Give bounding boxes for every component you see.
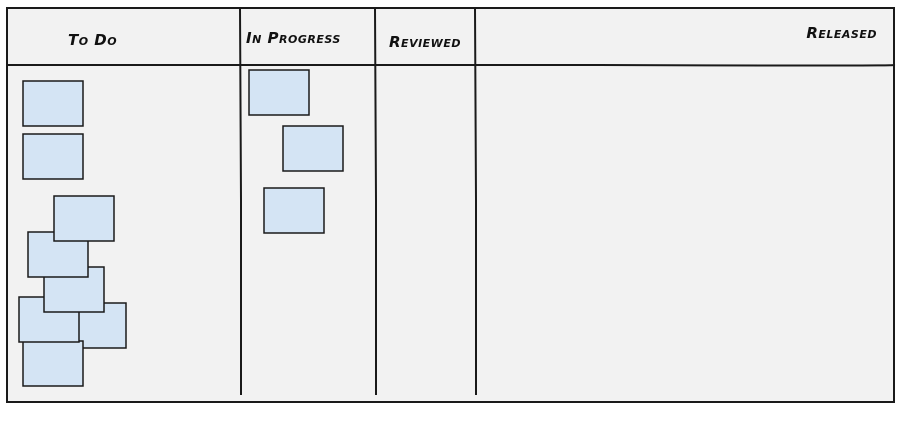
column-divider-1 [239, 7, 242, 395]
task-card[interactable] [22, 80, 84, 127]
header-divider [6, 63, 896, 67]
task-card[interactable] [22, 133, 84, 180]
task-card[interactable] [22, 340, 84, 387]
column-divider-3 [474, 7, 477, 395]
task-card[interactable] [53, 195, 115, 242]
column-cards-todo [18, 80, 127, 387]
column-title-todo: To Do [68, 31, 117, 49]
task-card[interactable] [263, 187, 325, 234]
column-title-released: Released [806, 24, 877, 42]
task-card[interactable] [282, 125, 344, 172]
board-frame [6, 7, 895, 403]
column-divider-2 [374, 7, 377, 395]
column-title-in-progress: In Progress [246, 29, 341, 47]
task-card[interactable] [248, 69, 310, 116]
column-title-reviewed: Reviewed [389, 33, 461, 51]
column-cards-in-progress [248, 69, 344, 234]
